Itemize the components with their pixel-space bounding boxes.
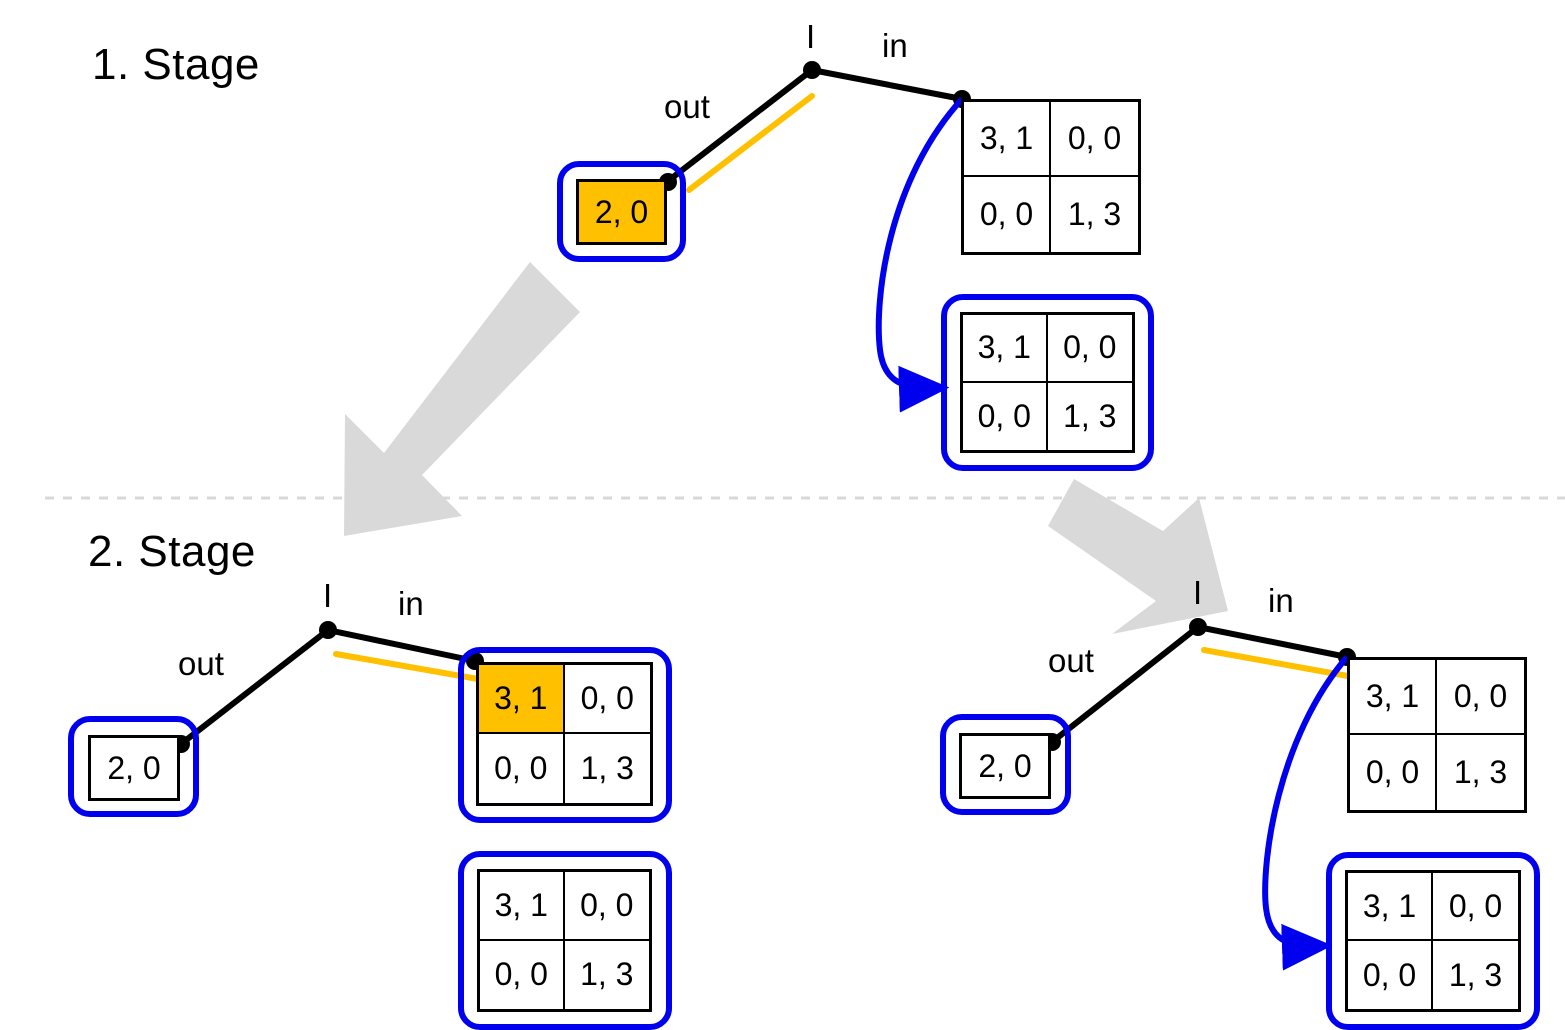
matrix-cell: 1, 3: [1433, 941, 1518, 1009]
stage1-in-matrix: 3, 1 0, 0 0, 0 1, 3: [961, 99, 1141, 255]
stage2left-out-box-value: 2, 0: [88, 735, 180, 801]
stage2left-node-root: [319, 621, 337, 639]
stage2right-label-out: out: [1048, 642, 1094, 679]
stage2right-out-box-frame: [940, 714, 1071, 815]
stage-2-title: 2. Stage: [88, 527, 256, 576]
gray-arrow-left: [344, 262, 580, 536]
stage2right-edge-highlight-yellow: [1201, 647, 1351, 679]
matrix-cell: 1, 3: [1051, 177, 1138, 252]
stage2left-label-root: I: [323, 577, 333, 614]
matrix-cell: 1, 3: [564, 734, 650, 803]
stage1-label-in: in: [882, 27, 908, 64]
stage2right-result-matrix: 3, 1 0, 0 0, 0 1, 3: [1345, 870, 1521, 1012]
matrix-cell: 3, 1: [1348, 873, 1433, 941]
stage2left-edge-in: [327, 627, 476, 664]
stage1-label-out: out: [664, 88, 710, 125]
stage2right-node-root: [1189, 618, 1207, 636]
stage1-result-matrix: 3, 1 0, 0 0, 0 1, 3: [960, 312, 1135, 453]
matrix-cell: 3, 1: [964, 102, 1051, 177]
stage1-result-matrix-frame: [941, 294, 1154, 471]
stage2left-label-out: out: [178, 645, 224, 682]
stage1-node-root: [803, 61, 821, 79]
stage1-out-box-frame: [557, 161, 686, 262]
matrix-cell: 0, 0: [564, 872, 649, 941]
matrix-cell: 0, 0: [1433, 873, 1518, 941]
matrix-cell: 0, 0: [963, 382, 1048, 450]
matrix-cell-highlighted: 3, 1: [479, 665, 565, 734]
stage2left-out-box-frame: [68, 716, 199, 817]
matrix-cell: 0, 0: [564, 665, 650, 734]
stage2right-result-matrix-frame: [1326, 852, 1540, 1030]
stage2left-in-matrix: 3, 1 0, 0 0, 0 1, 3: [476, 662, 653, 806]
stage2right-label-root: I: [1193, 574, 1203, 611]
stage2right-edge-in: [1197, 624, 1348, 660]
stage2left-in-matrix-frame: [458, 647, 672, 823]
matrix-cell: 1, 3: [564, 940, 649, 1009]
stage1-out-box-value: 2, 0: [576, 179, 667, 245]
stage2left-edge-highlight-yellow: [333, 651, 481, 682]
matrix-cell: 0, 0: [1437, 660, 1524, 735]
matrix-cell: 3, 1: [480, 872, 565, 941]
stage2left-result-matrix: 3, 1 0, 0 0, 0 1, 3: [477, 869, 652, 1012]
matrix-cell: 1, 3: [1047, 382, 1132, 450]
matrix-cell: 0, 0: [479, 734, 565, 803]
matrix-cell: 3, 1: [1350, 660, 1437, 735]
stage1-edge-in: [811, 67, 963, 102]
stage-1-title: 1. Stage: [92, 40, 260, 89]
matrix-cell: 0, 0: [480, 940, 565, 1009]
stage2right-out-box-value: 2, 0: [959, 733, 1051, 799]
stage1-label-root: I: [806, 18, 816, 55]
stage2right-label-in: in: [1268, 582, 1294, 619]
stage2right-in-matrix: 3, 1 0, 0 0, 0 1, 3: [1347, 657, 1527, 813]
matrix-cell: 3, 1: [963, 315, 1048, 383]
stage2left-label-in: in: [398, 585, 424, 622]
matrix-cell: 0, 0: [1051, 102, 1138, 177]
matrix-cell: 0, 0: [964, 177, 1051, 252]
matrix-cell: 0, 0: [1348, 941, 1433, 1009]
matrix-cell: 1, 3: [1437, 735, 1524, 810]
stage2left-result-matrix-frame: [458, 851, 672, 1030]
matrix-cell: 0, 0: [1047, 315, 1132, 383]
matrix-cell: 0, 0: [1350, 735, 1437, 810]
